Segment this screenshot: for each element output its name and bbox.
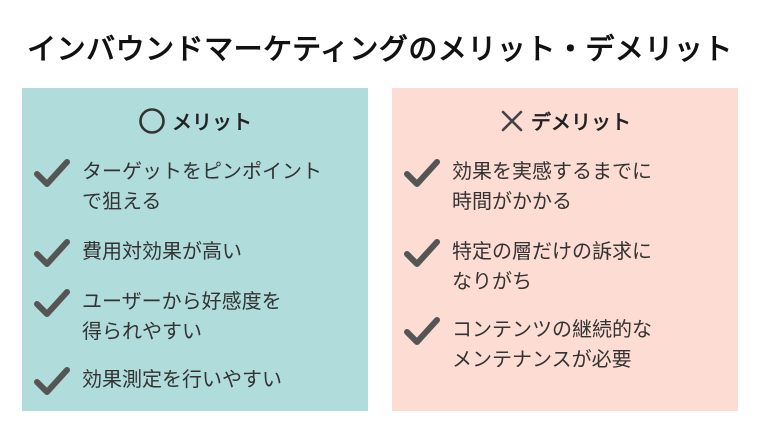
merit-item: ターゲットをピンポイント で狙える (34, 156, 322, 216)
demerit-heading-label: デメリット (531, 110, 631, 134)
merit-heading-label: メリット (172, 110, 252, 134)
merit-item: ユーザーから好感度を 得られやすい (34, 286, 282, 346)
merit-item-line1: ユーザーから好感度を (82, 289, 282, 313)
check-icon (34, 239, 70, 267)
check-icon (404, 239, 440, 267)
check-icon (34, 367, 70, 395)
demerit-item-line2: 時間がかかる (452, 189, 572, 213)
demerit-item: コンテンツの継続的な メンテナンスが必要 (404, 314, 652, 374)
demerit-item-line1: コンテンツの継続的な (452, 317, 652, 341)
demerit-item-line1: 特定の層だけの訴求に (452, 239, 652, 263)
page-title: インバウンドマーケティングのメリット・デメリット (27, 32, 733, 66)
demerit-heading: デメリット (392, 106, 738, 135)
merit-item-line2: で狙える (82, 189, 162, 213)
demerit-item: 特定の層だけの訴求に なりがち (404, 236, 652, 296)
check-icon (404, 317, 440, 345)
merit-item: 効果測定を行いやすい (34, 364, 282, 396)
cross-icon (499, 108, 525, 134)
merit-item-line1: 費用対効果が高い (82, 239, 242, 263)
demerit-item-line2: なりがち (452, 269, 532, 293)
demerit-item-line1: 効果を実感するまでに (452, 159, 652, 183)
merit-item-line1: ターゲットをピンポイント (82, 159, 322, 183)
check-icon (34, 289, 70, 317)
demerit-item-line2: メンテナンスが必要 (452, 347, 632, 371)
merit-panel: メリット ターゲットをピンポイント で狙える 費用対効果が高い ユーザーから好感… (22, 88, 368, 411)
merit-heading: メリット (22, 106, 368, 135)
demerit-item: 効果を実感するまでに 時間がかかる (404, 156, 652, 216)
merit-item: 費用対効果が高い (34, 236, 242, 268)
circle-icon (138, 107, 166, 135)
demerit-panel: デメリット 効果を実感するまでに 時間がかかる 特定の層だけの訴求に なりがち … (392, 88, 738, 411)
check-icon (404, 159, 440, 187)
merit-item-line1: 効果測定を行いやすい (82, 367, 282, 391)
merit-item-line2: 得られやすい (82, 319, 202, 343)
check-icon (34, 159, 70, 187)
